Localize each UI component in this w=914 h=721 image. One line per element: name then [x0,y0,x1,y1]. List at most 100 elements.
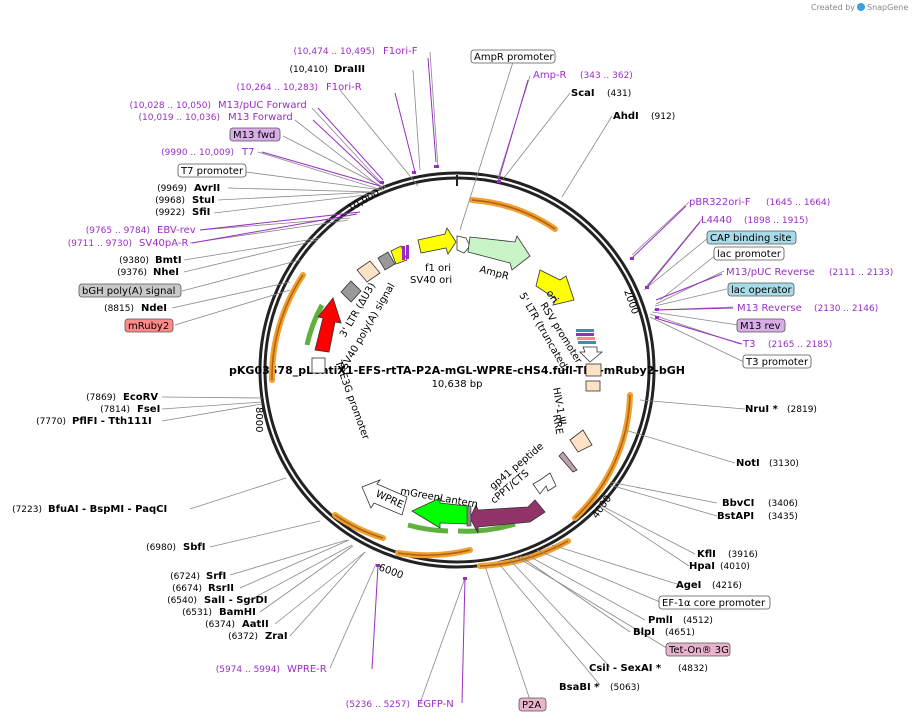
m13puc-f-name: M13/pUC Forward [218,100,307,111]
lac-stripe-2 [576,333,594,336]
box-bgh: bGH poly(A) signal [82,286,175,297]
f1-ori-feature [417,227,457,255]
pmli-pos: (4512) [683,616,713,626]
ampr-feature [467,235,531,271]
rre-feature [569,429,593,453]
amp-r-name: Amp-R [533,70,567,81]
teton-feature [469,499,546,534]
box-ef1a: EF-1α core promoter [662,598,766,609]
cppt-feature [532,472,557,495]
agei-pos: (4216) [712,581,742,591]
kfli-name: KflI [697,549,716,560]
stui-pos: (9968) [155,196,185,206]
box-p2a: P2A [522,700,541,711]
f1ori-r-name: F1ori-R [326,82,362,93]
tick-8000: 8000 [253,407,264,432]
ecorv-name: EcoRV [123,392,158,403]
nhei-pos: (9376) [117,268,147,278]
box-m13-rev: M13 rev [740,321,781,332]
ecorv-pos: (7869) [86,393,116,403]
backbone [258,171,656,569]
bamhi-pos: (6531) [182,608,212,618]
snapgene-logo-icon [857,3,865,11]
bsabi-pos: (5063) [610,683,640,693]
m13-f-range: (10,019 .. 10,036) [139,113,220,123]
pflfi-pos: (7770) [36,417,66,427]
draiii-pos: (10,410) [289,65,328,75]
box-teton: Tet-On® 3G [668,645,729,656]
wpre-r-range: (5974 .. 5994) [216,665,280,675]
t7-name: T7 [241,147,254,158]
box-t3-promoter: T3 promoter [745,357,809,368]
ori-feature [535,269,575,306]
bbvci-pos: (3406) [768,499,798,509]
label-f1ori: f1 ori [425,263,451,274]
rsrii-pos: (6674) [172,584,202,594]
ebv-rev-name: EBV-rev [157,225,196,236]
primer-mark-2 [406,245,409,259]
m13puc-r-name: M13/pUC Reverse [726,267,815,278]
ltr3-feature [356,260,381,283]
ebv-rev-range: (9765 .. 9784) [86,226,150,236]
bmti-pos: (9380) [119,256,149,266]
ahdi-name: AhdI [613,111,639,122]
sali-pos: (6540) [167,596,197,606]
ahdi-pos: (912) [651,112,675,122]
m13puc-f-range: (10,028 .. 10,050) [130,101,211,111]
tre3g-feature [311,357,326,374]
pbr322ori-f-name: pBR322ori-F [689,197,751,208]
tick-6000: 6000 [377,562,405,581]
psi-feature [585,380,601,392]
pmli-name: PmlI [648,615,673,626]
f1ori-f-name: F1ori-F [383,46,418,57]
credit-brand: SnapGene [867,3,908,12]
fsei-pos: (7814) [100,405,130,415]
noti-name: NotI [736,458,760,469]
csii-pos: (4832) [678,664,708,674]
top-left-labels: (10,474 .. 10,495) F1ori-F (10,410) DraI… [68,46,418,314]
scai-pos: (431) [607,89,631,99]
csii-name: CsiI - SexAI * [589,663,662,674]
t3-range: (2165 .. 2185) [768,340,832,350]
fsei-name: FseI [137,404,160,415]
orange-arc-3 [477,538,571,569]
wpre-feature [361,479,408,516]
plasmid-length: 10,638 bp [432,379,483,390]
bstapi-pos: (3435) [768,512,798,522]
sv40pa-r-range: (9711 .. 9730) [68,239,132,249]
bstapi-name: BstAPI [717,511,754,522]
t7-range: (9990 .. 10,009) [161,148,234,158]
sv40pa-feature [377,251,396,271]
label-sv40ori: SV40 ori [410,275,452,286]
orange-arc-cores [271,199,631,567]
nrui-pos: (2819) [787,405,817,415]
avrii-pos: (9969) [157,184,187,194]
green-arcs [304,303,516,534]
box-m13-fwd: M13 fwd [233,130,275,141]
draiii-name: DraIII [334,64,365,75]
bgh-feature [340,280,362,303]
orange-arc-1 [469,197,558,232]
sv40pa-r-name: SV40pA-R [139,238,188,249]
plasmid-title: pKG03578_pLentiX1-EFS-rtTA-P2A-mGL-WPRE-… [229,364,685,390]
features [311,227,604,534]
box-lac-operator: lac operator [731,285,792,296]
ltr5-feature [585,363,602,377]
left-labels: (7869) EcoRV (7814) FseI (7770) PflFI - … [12,392,454,710]
egfp-n-range: (5236 .. 5257) [346,700,410,710]
label-ampr: AmpR [478,264,510,282]
bfuai-pos: (7223) [12,505,42,515]
m13-f-name: M13 Forward [228,112,293,123]
kfli-pos: (3916) [728,550,758,560]
mruby2-feature [314,297,342,353]
nhei-name: NheI [153,267,179,278]
right-labels: NruI * (2819) NotI (3130) BbvCI (3406) B… [559,404,817,693]
f1ori-r-range: (10,264 .. 10,283) [237,83,318,93]
green-arc-1 [304,303,325,346]
m13-r-name: M13 Reverse [737,303,802,314]
noti-pos: (3130) [769,459,799,469]
pflfi-name: PflFI - Tth111I [72,416,152,427]
avrii-name: AvrII [194,183,220,194]
aatii-name: AatII [242,619,269,630]
